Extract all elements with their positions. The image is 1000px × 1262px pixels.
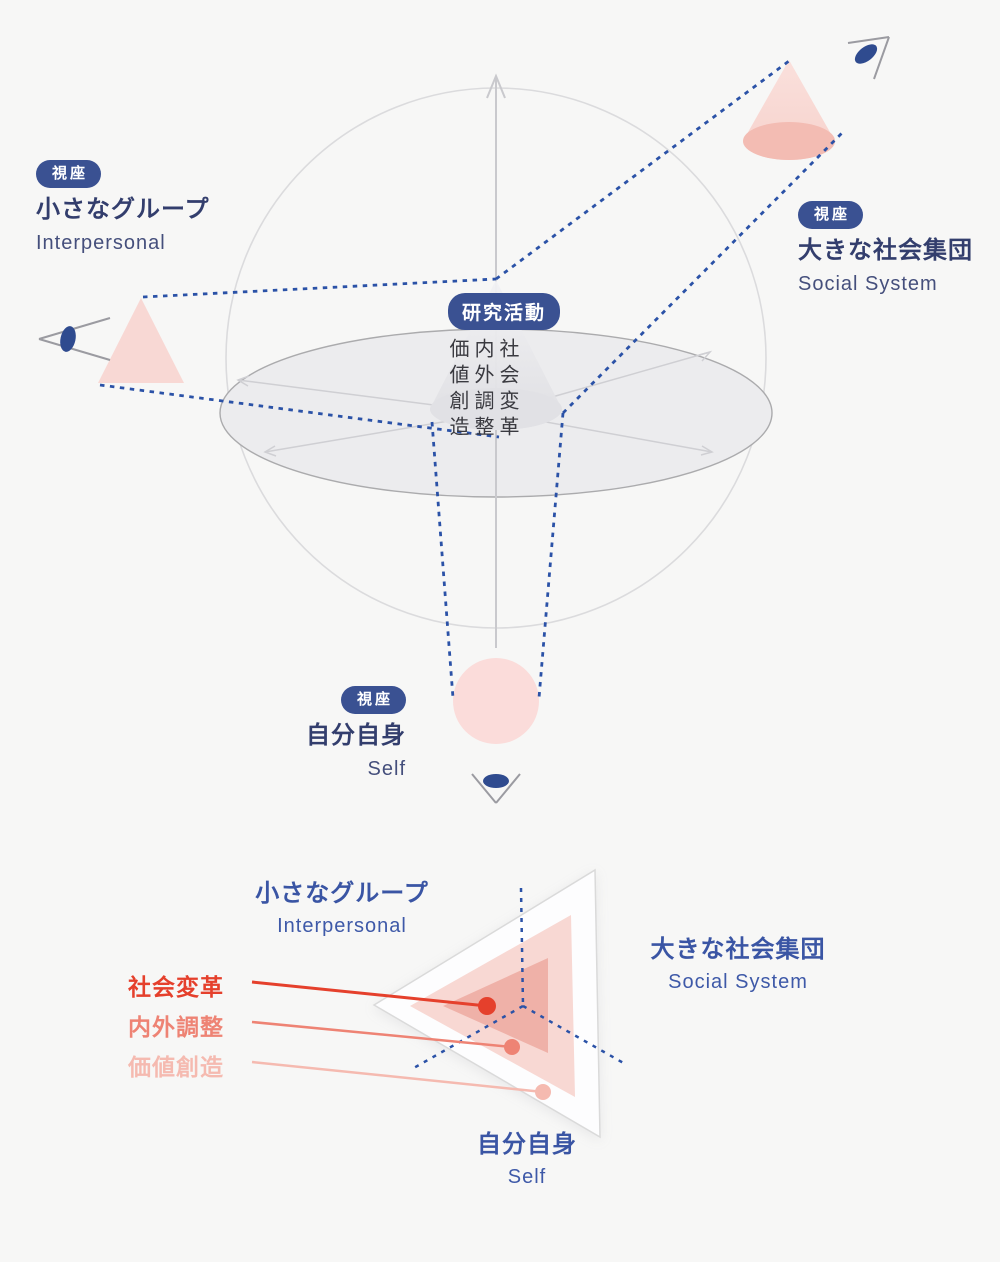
- research-item-inner-outer: 内外調整: [471, 338, 493, 442]
- eye-icon-bottom: [471, 773, 521, 804]
- interpersonal-en-label: Interpersonal: [36, 231, 166, 254]
- social-system-cone-base: [743, 122, 835, 160]
- sight-line-bottom-left: [430, 421, 455, 699]
- eye-icons: [38, 36, 890, 804]
- sphere-group: [38, 36, 890, 804]
- triangle-group: [251, 868, 628, 1139]
- research-activity-badge: 研究活動: [448, 293, 561, 330]
- tri-interpersonal-jp: 小さなグループ: [255, 880, 429, 907]
- sight-line-left-upper: [142, 277, 497, 299]
- self-en-label: Self: [367, 757, 406, 780]
- sight-line-bottom-right: [537, 412, 565, 699]
- label-block-self: 視座 自分自身 Self: [280, 686, 406, 781]
- sight-lines: [99, 59, 844, 699]
- axis-dashed-y: [411, 887, 628, 1071]
- research-item-value-creation: 価値創造: [446, 338, 468, 442]
- leader-line-social-change: [251, 980, 488, 1008]
- dot-value-creation: [535, 1084, 551, 1100]
- tri-self-jp: 自分自身: [477, 1131, 577, 1158]
- social-system-jp-label: 大きな社会集団: [798, 237, 973, 264]
- tri-interpersonal-en: Interpersonal: [277, 914, 407, 937]
- layer-leaders: [251, 980, 551, 1100]
- leader-line-value-creation: [251, 1060, 544, 1094]
- perspective-badge: 視座: [340, 686, 406, 714]
- sight-line-right-lower: [562, 131, 844, 414]
- viewpoint-shapes: [98, 60, 835, 744]
- dot-social-change: [478, 997, 496, 1015]
- dot-inner-outer: [504, 1039, 520, 1055]
- leader-line-inner-outer: [251, 1020, 513, 1049]
- interpersonal-jp-label: 小さなグループ: [36, 196, 210, 223]
- perspective-badge: 視座: [36, 160, 102, 188]
- perspective-badge: 視座: [798, 201, 864, 229]
- interpersonal-triangle: [98, 298, 184, 383]
- layer-label-inner-outer: 内外調整: [128, 1014, 224, 1040]
- eye-icon-left: [38, 317, 111, 361]
- research-activity-items: 社会変革 内外調整 価値創造: [442, 338, 522, 450]
- sight-line-right-upper: [495, 59, 790, 281]
- label-block-interpersonal: 視座 小さなグループ Interpersonal: [36, 160, 210, 255]
- self-jp-label: 自分自身: [306, 722, 406, 749]
- tri-label-self: 自分自身 Self: [432, 1131, 622, 1189]
- social-system-en-label: Social System: [798, 272, 938, 295]
- tri-social-system-jp: 大きな社会集団: [650, 936, 826, 963]
- self-circle: [453, 658, 539, 744]
- tri-self-en: Self: [507, 1165, 547, 1188]
- label-block-social-system: 視座 大きな社会集団 Social System: [798, 201, 973, 296]
- tri-label-social-system: 大きな社会集団 Social System: [628, 936, 848, 994]
- eye-icon-top-right: [847, 36, 890, 80]
- tri-label-interpersonal: 小さなグループ Interpersonal: [232, 880, 452, 938]
- layer-label-value-creation: 価値創造: [128, 1054, 224, 1080]
- sight-line-left-lower: [99, 383, 500, 439]
- research-cone: [430, 280, 562, 430]
- research-item-social-change: 社会変革: [496, 338, 518, 442]
- tri-social-system-en: Social System: [668, 970, 808, 993]
- layer-label-social-change: 社会変革: [128, 974, 224, 1000]
